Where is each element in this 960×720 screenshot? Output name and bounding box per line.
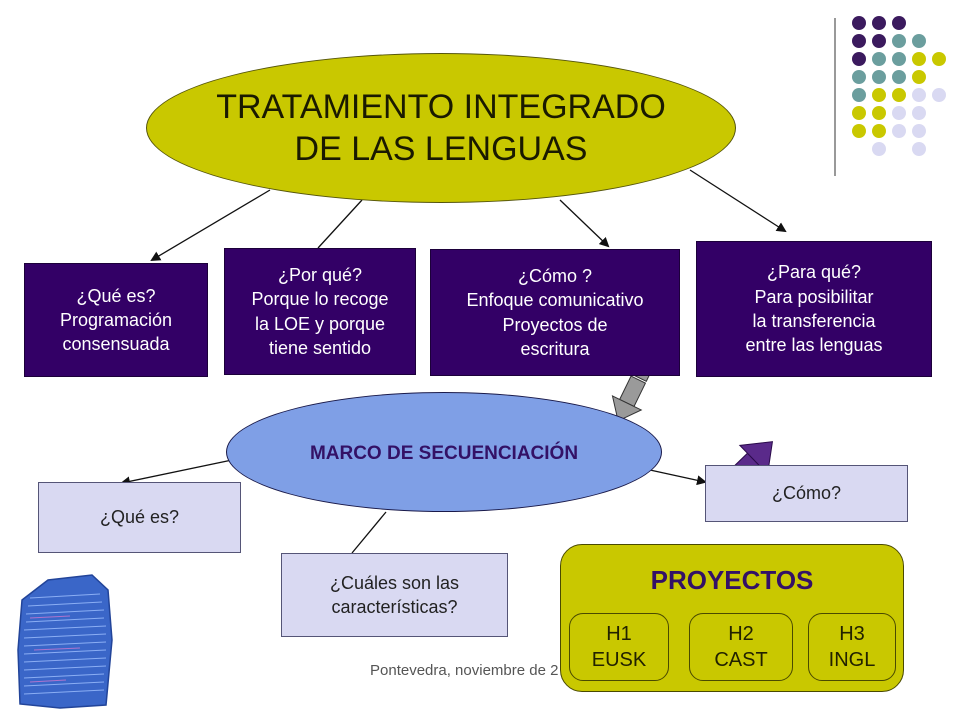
dot [872,88,886,102]
dot [892,124,906,138]
dot [932,88,946,102]
arrow-to-para-que [689,169,787,233]
dot [912,124,926,138]
dot [912,106,926,120]
como-box: ¿Cómo ? Enfoque comunicativo Proyectos d… [430,249,680,376]
marco-text: MARCO DE SECUENCIACIÓN [309,443,579,464]
decorative-dot-grid [0,0,960,200]
proyectos-panel: PROYECTOS H1 EUSK H2 CAST H3 INGL [560,544,904,692]
dot [892,70,906,84]
marco-cuales-box: ¿Cuáles son las características? [281,553,508,637]
dot [892,88,906,102]
dot [912,52,926,66]
dot [912,34,926,48]
dot [932,52,946,66]
proyecto-h1-box: H1 EUSK [569,613,669,681]
footer-text: Pontevedra, noviembre de 2 [370,662,559,679]
dot [912,142,926,156]
proyecto-h3-box: H3 INGL [808,613,896,681]
dot [872,124,886,138]
title-text: TRATAMIENTO INTEGRADO DE LAS LENGUAS [216,87,666,169]
dot [872,16,886,30]
para-que-box: ¿Para qué? Para posibilitar la transfere… [696,241,932,377]
line-to-por-que [317,199,363,249]
proyectos-title: PROYECTOS [650,565,814,595]
dot [872,106,886,120]
dot [912,88,926,102]
dot [852,52,866,66]
dot [912,70,926,84]
line-to-cuales [351,511,387,554]
title-ellipse: TRATAMIENTO INTEGRADO DE LAS LENGUAS [146,53,736,203]
arrow-to-marco-como [649,469,707,486]
dot [852,124,866,138]
marco-ellipse: MARCO DE SECUENCIACIÓN [226,392,662,512]
dot [892,52,906,66]
por-que-box: ¿Por qué? Porque lo recoge la LOE y porq… [224,248,416,375]
dot [852,16,866,30]
dot [872,52,886,66]
arrow-to-que-es [150,189,271,262]
vertical-divider [834,18,836,176]
marco-que-es-box: ¿Qué es? [38,482,241,553]
arrow-to-marco-que-es [120,459,233,487]
dot [892,34,906,48]
dot [872,34,886,48]
dot [852,34,866,48]
dot [872,142,886,156]
dot [852,70,866,84]
dot [892,106,906,120]
que-es-box: ¿Qué es? Programación consensuada [24,263,208,377]
dot [852,106,866,120]
proyecto-h2-box: H2 CAST [689,613,793,681]
marco-como-box: ¿Cómo? [705,465,908,522]
arrow-to-como [559,199,610,248]
dot [872,70,886,84]
dot [892,16,906,30]
dot [852,88,866,102]
